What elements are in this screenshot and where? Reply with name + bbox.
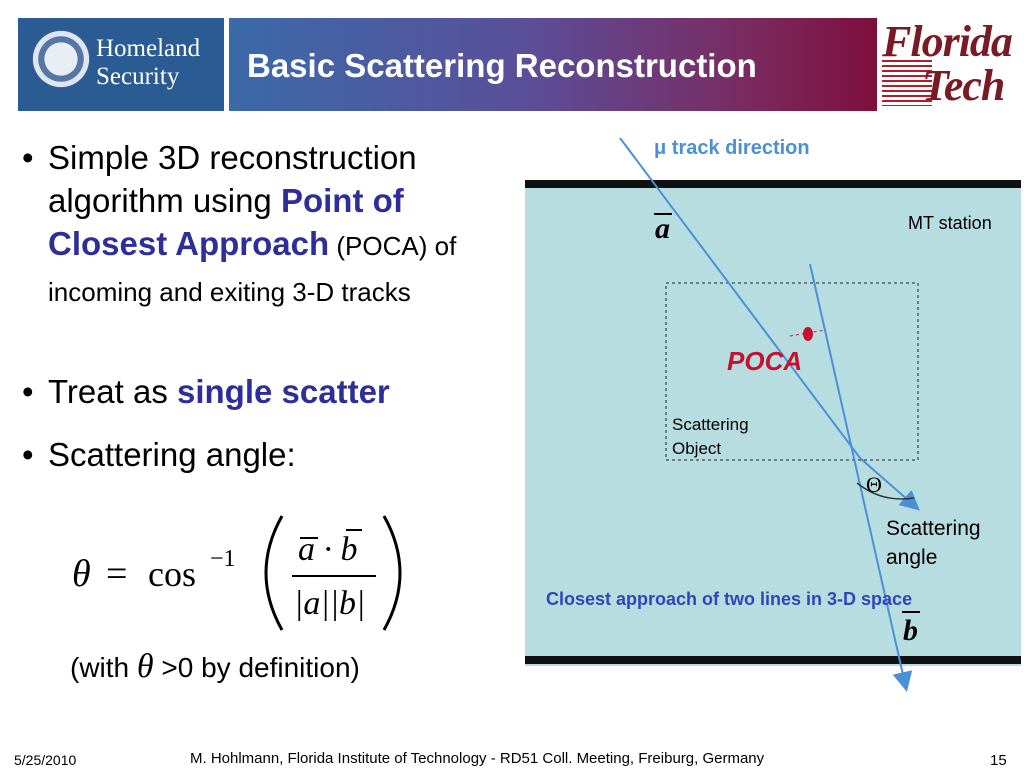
formula-cos: cos: [148, 554, 196, 594]
bullet-highlight: Point of Closest Approach: [48, 182, 404, 262]
footer-date: 5/25/2010: [14, 752, 77, 768]
poca-label: POCA: [727, 346, 802, 376]
formula-left-paren: [264, 515, 284, 631]
extrapolated-track: [859, 457, 921, 511]
theta-label: Θ: [866, 472, 882, 497]
bullet-text: Scattering angle:: [48, 436, 296, 473]
scattering-angle-label-1: Scattering: [886, 517, 981, 540]
scattering-object-box: [665, 282, 919, 461]
vector-b-label: b: [903, 614, 918, 647]
poca-diagram: μ track direction a MT station POCA Scat…: [525, 138, 1021, 692]
footer-credit: M. Hohlmann, Florida Institute of Techno…: [190, 750, 765, 767]
formula-exponent: −1: [210, 546, 236, 572]
bullet-item: • Scattering angle:: [22, 433, 522, 476]
bullet-text: Treat as: [48, 373, 177, 410]
bullet-text: Simple 3D reconstruction algorithm using: [48, 139, 417, 219]
scattering-angle-label-2: angle: [886, 546, 937, 569]
detector-volume: [525, 180, 1021, 666]
bullet-item: • Simple 3D reconstruction algorithm usi…: [22, 136, 522, 314]
formula-numerator: a · b: [298, 531, 358, 568]
florida-tech-stripes: [882, 60, 932, 106]
florida-tech-logo-word-florida: Florida: [882, 17, 1013, 66]
page-number: 15: [990, 752, 1007, 769]
formula-denominator: |a||b|: [294, 585, 365, 622]
title-band: [229, 18, 877, 111]
note-theta: θ: [136, 648, 154, 685]
scattering-angle-formula: θ = cos −1 a · b |a||b|: [72, 515, 402, 631]
diagram-caption: Closest approach of two lines in 3-D spa…: [546, 589, 912, 609]
vector-a-label: a: [655, 212, 670, 245]
formula-equals: =: [106, 553, 127, 595]
poca-point: [803, 327, 813, 341]
track-direction-label: μ track direction: [654, 138, 810, 159]
bullet-dot: •: [22, 373, 34, 410]
theta-note: (with θ >0 by definition): [70, 648, 360, 686]
formula-right-paren: [382, 515, 402, 631]
florida-tech-logo-word-tech: Tech: [922, 61, 1005, 110]
poca-segment: [789, 329, 827, 337]
note-prefix: (with: [70, 652, 137, 683]
mt-station-label: MT station: [908, 213, 992, 233]
formula-theta: θ: [72, 553, 91, 595]
angle-arc: [856, 482, 915, 500]
mt-station-bottom: [525, 656, 1021, 664]
bullet-item: • Treat as single scatter: [22, 370, 522, 413]
exiting-track: [809, 263, 913, 692]
note-suffix: >0 by definition): [153, 652, 360, 683]
mt-station-top: [525, 180, 1021, 188]
incoming-track: [619, 138, 861, 459]
bullet-highlight: single scatter: [177, 373, 390, 410]
homeland-security-logo-text: Homeland Security: [96, 35, 201, 90]
scattering-object-label-2: Object: [672, 439, 721, 458]
scattering-object-label-1: Scattering: [672, 415, 749, 434]
bullet-dot: •: [22, 139, 34, 176]
bullet-dot: •: [22, 436, 34, 473]
bullet-text: (POCA) of incoming and exiting 3-D track…: [48, 231, 457, 307]
slide-title: Basic Scattering Reconstruction: [247, 47, 757, 84]
dhs-seal-icon: [32, 30, 90, 88]
